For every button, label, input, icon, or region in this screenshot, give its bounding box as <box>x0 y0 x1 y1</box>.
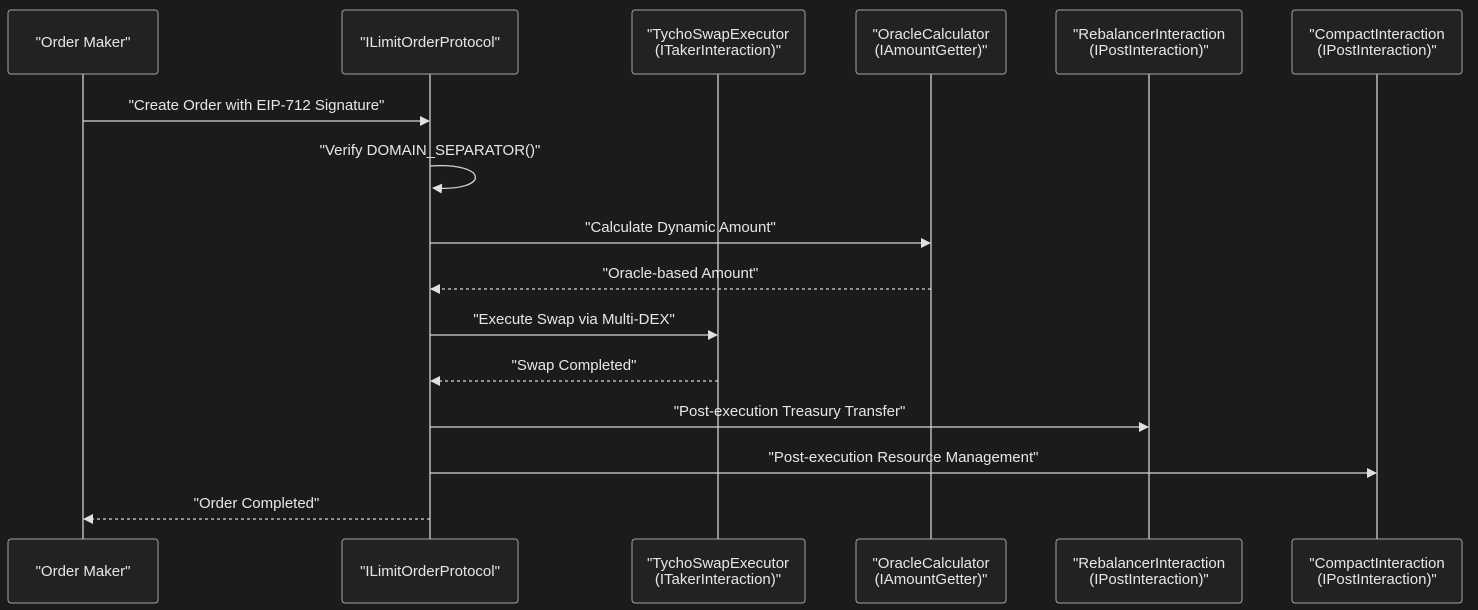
message-3: "Calculate Dynamic Amount" <box>430 219 931 248</box>
participant-label: "CompactInteraction <box>1309 555 1444 572</box>
participant-protocol-top: "ILimitOrderProtocol" <box>341 9 519 75</box>
participant-compact-bottom: "CompactInteraction(IPostInteraction)" <box>1291 538 1463 604</box>
participant-label: "Order Maker" <box>36 563 131 580</box>
participant-label: "TychoSwapExecutor <box>647 555 789 572</box>
participant-maker-top: "Order Maker" <box>7 9 159 75</box>
participant-label: "CompactInteraction <box>1309 26 1444 43</box>
participant-label: "TychoSwapExecutor <box>647 26 789 43</box>
participant-oracle-bottom: "OracleCalculator(IAmountGetter)" <box>855 538 1007 604</box>
participant-label: "RebalancerInteraction <box>1073 26 1225 43</box>
participant-label: "OracleCalculator <box>872 26 989 43</box>
participant-label: "Order Maker" <box>36 34 131 51</box>
participant-box <box>1055 9 1243 75</box>
message-arrow <box>429 164 476 194</box>
participant-label: (ITakerInteraction)" <box>655 42 781 59</box>
participant-box <box>855 538 1007 604</box>
message-label: "Swap Completed" <box>512 357 637 374</box>
participant-label: (IPostInteraction)" <box>1089 42 1209 59</box>
participant-box <box>1291 9 1463 75</box>
participant-compact-top: "CompactInteraction(IPostInteraction)" <box>1291 9 1463 75</box>
message-label: "Execute Swap via Multi-DEX" <box>473 311 675 328</box>
participant-box <box>341 9 519 75</box>
participant-label: "RebalancerInteraction <box>1073 555 1225 572</box>
message-7: "Post-execution Treasury Transfer" <box>430 403 1149 432</box>
participant-tycho-bottom: "TychoSwapExecutor(ITakerInteraction)" <box>631 538 806 604</box>
message-label: "Oracle-based Amount" <box>603 265 759 282</box>
participant-tycho-top: "TychoSwapExecutor(ITakerInteraction)" <box>631 9 806 75</box>
participant-rebalancer-top: "RebalancerInteraction(IPostInteraction)… <box>1055 9 1243 75</box>
message-label: "Calculate Dynamic Amount" <box>585 219 776 236</box>
participant-label: "ILimitOrderProtocol" <box>360 563 500 580</box>
participant-label: (IPostInteraction)" <box>1317 42 1437 59</box>
participant-box <box>1291 538 1463 604</box>
message-label: "Create Order with EIP-712 Signature" <box>129 97 385 114</box>
participant-label: "OracleCalculator <box>872 555 989 572</box>
message-4: "Oracle-based Amount" <box>430 265 931 294</box>
participant-box <box>7 9 159 75</box>
participant-maker-bottom: "Order Maker" <box>7 538 159 604</box>
participant-box <box>1055 538 1243 604</box>
participant-label: (IPostInteraction)" <box>1089 571 1209 588</box>
participant-oracle-top: "OracleCalculator(IAmountGetter)" <box>855 9 1007 75</box>
participant-box <box>855 9 1007 75</box>
participant-label: (IAmountGetter)" <box>875 42 988 59</box>
participant-box <box>631 9 806 75</box>
participant-box <box>7 538 159 604</box>
message-label: "Post-execution Resource Management" <box>769 449 1039 466</box>
message-9: "Order Completed" <box>83 495 430 524</box>
participant-label: (IAmountGetter)" <box>875 571 988 588</box>
participant-label: (IPostInteraction)" <box>1317 571 1437 588</box>
participant-box <box>631 538 806 604</box>
participant-label: "ILimitOrderProtocol" <box>360 34 500 51</box>
participant-rebalancer-bottom: "RebalancerInteraction(IPostInteraction)… <box>1055 538 1243 604</box>
message-label: "Post-execution Treasury Transfer" <box>674 403 906 420</box>
participant-protocol-bottom: "ILimitOrderProtocol" <box>341 538 519 604</box>
participant-label: (ITakerInteraction)" <box>655 571 781 588</box>
message-2: "Verify DOMAIN_SEPARATOR()" <box>320 142 541 194</box>
message-8: "Post-execution Resource Management" <box>430 449 1377 478</box>
message-label: "Order Completed" <box>194 495 320 512</box>
message-label: "Verify DOMAIN_SEPARATOR()" <box>320 142 541 159</box>
message-1: "Create Order with EIP-712 Signature" <box>83 97 430 126</box>
message-5: "Execute Swap via Multi-DEX" <box>430 311 718 340</box>
message-6: "Swap Completed" <box>430 357 718 386</box>
participant-box <box>341 538 519 604</box>
